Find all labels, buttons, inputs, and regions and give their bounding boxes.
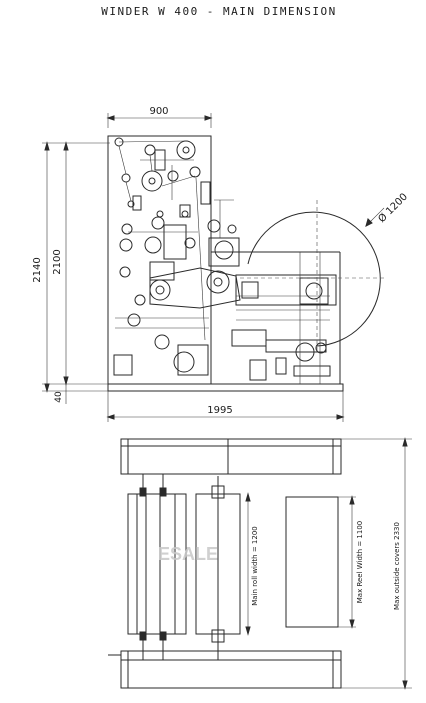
machine-base [107,383,344,392]
reel-outline: Ø 1200 [240,191,410,352]
watermark: ESALE [158,544,218,564]
top-cover [120,438,342,475]
main-roll-width-label: Main roll width = 1200 [251,526,259,605]
dimension-base-height-label: 40 [54,391,64,403]
dimension-total-length: 1995 [106,391,345,422]
reel-diameter-label: Ø 1200 [376,191,410,225]
max-reel-width-label: Max Reel Width = 1100 [356,521,364,604]
main-roll: Main roll width = 1200 [195,476,259,660]
drive-assembly [149,199,241,309]
dimension-total-length-label: 1995 [207,405,232,416]
max-outside-covers-label: Max outside covers 2330 [393,522,401,610]
max-reel-area: Max Reel Width = 1100 [285,495,364,629]
side-view: 900 2140 2100 40 [32,106,410,422]
dimension-height-outer-label: 2140 [32,257,43,282]
dimension-outside-covers: Max outside covers 2330 [341,437,412,690]
rewind-section [231,252,337,384]
dimension-width-top: 900 [106,106,213,128]
drawing-title: WINDER W 400 - MAIN DIMENSION [101,5,337,18]
upper-rollers [113,137,211,376]
dimension-heights: 2140 2100 40 [32,141,110,404]
machine-frame [107,135,212,385]
dimension-width-top-label: 900 [149,106,168,117]
bottom-cover [120,650,342,689]
top-view: Main roll width = 1200 Max Reel Width = … [108,437,412,690]
dimension-height-inner-label: 2100 [52,249,63,274]
left-roller-group [127,474,187,660]
